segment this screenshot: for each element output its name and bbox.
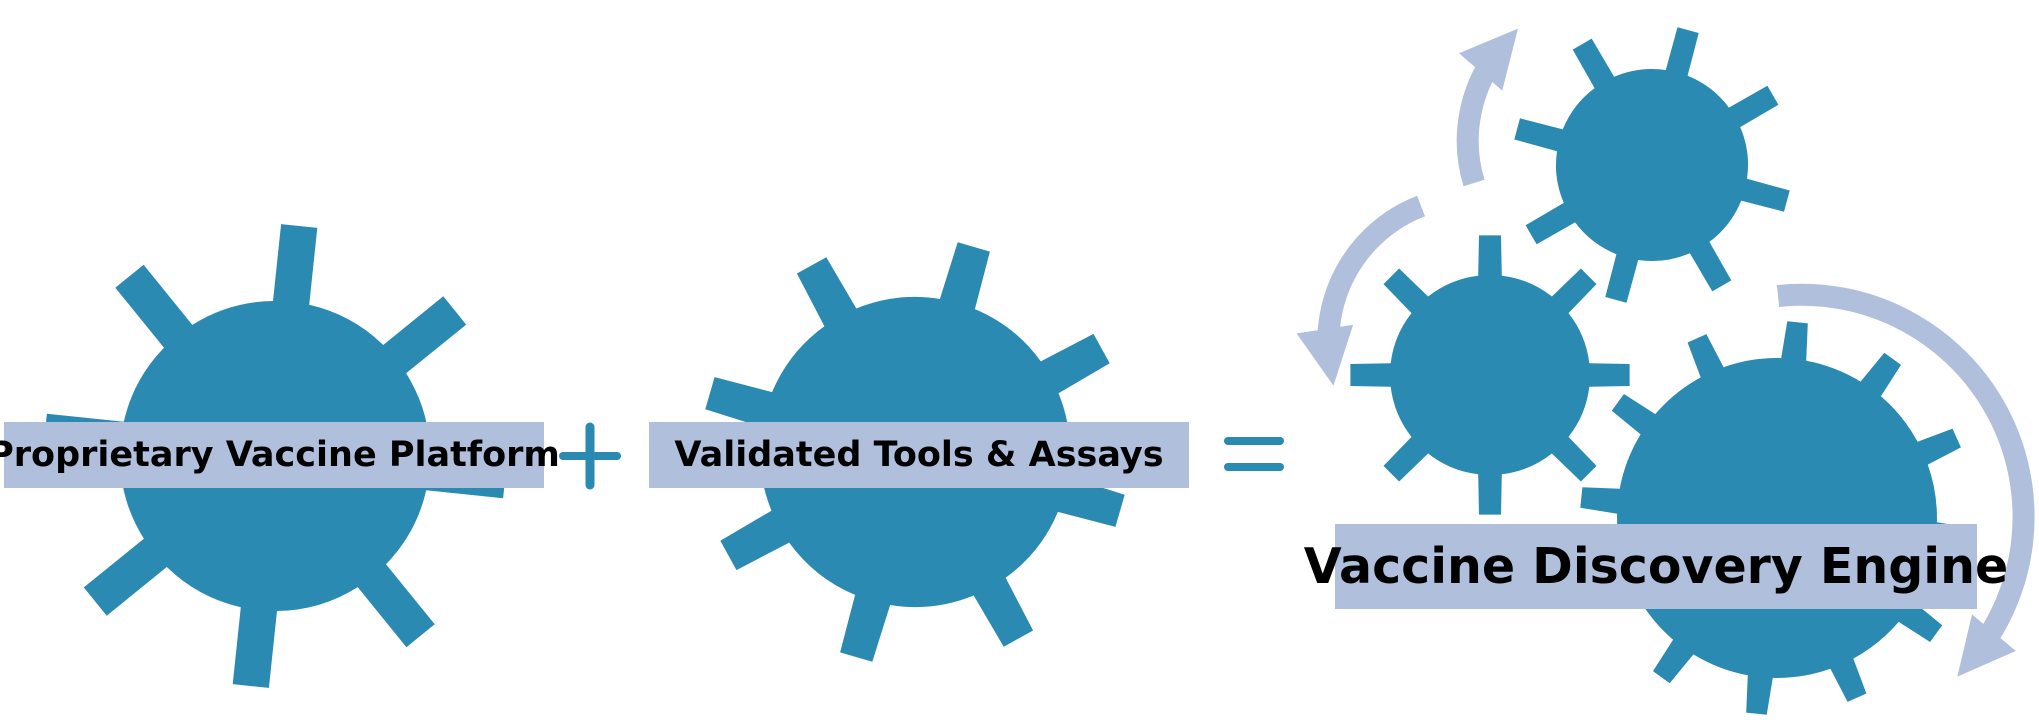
gear-icon xyxy=(1350,235,1630,515)
platform-label-text: Proprietary Vaccine Platform xyxy=(0,435,560,475)
tools-label-text: Validated Tools & Assays xyxy=(674,435,1164,475)
curved-arrow-icon xyxy=(1296,195,1426,386)
curved-arrow-icon xyxy=(1456,28,1518,187)
equals-icon xyxy=(1224,437,1284,471)
engine-label-text: Vaccine Discovery Engine xyxy=(1303,538,2009,595)
curved-arrow-icon xyxy=(1776,283,2035,677)
gear-icon xyxy=(1580,321,1974,715)
tools-label: Validated Tools & Assays xyxy=(649,422,1189,488)
engine-label: Vaccine Discovery Engine xyxy=(1304,524,2008,609)
plus-icon xyxy=(559,422,621,490)
platform-label: Proprietary Vaccine Platform xyxy=(0,422,560,488)
gear-icon xyxy=(1514,27,1790,303)
